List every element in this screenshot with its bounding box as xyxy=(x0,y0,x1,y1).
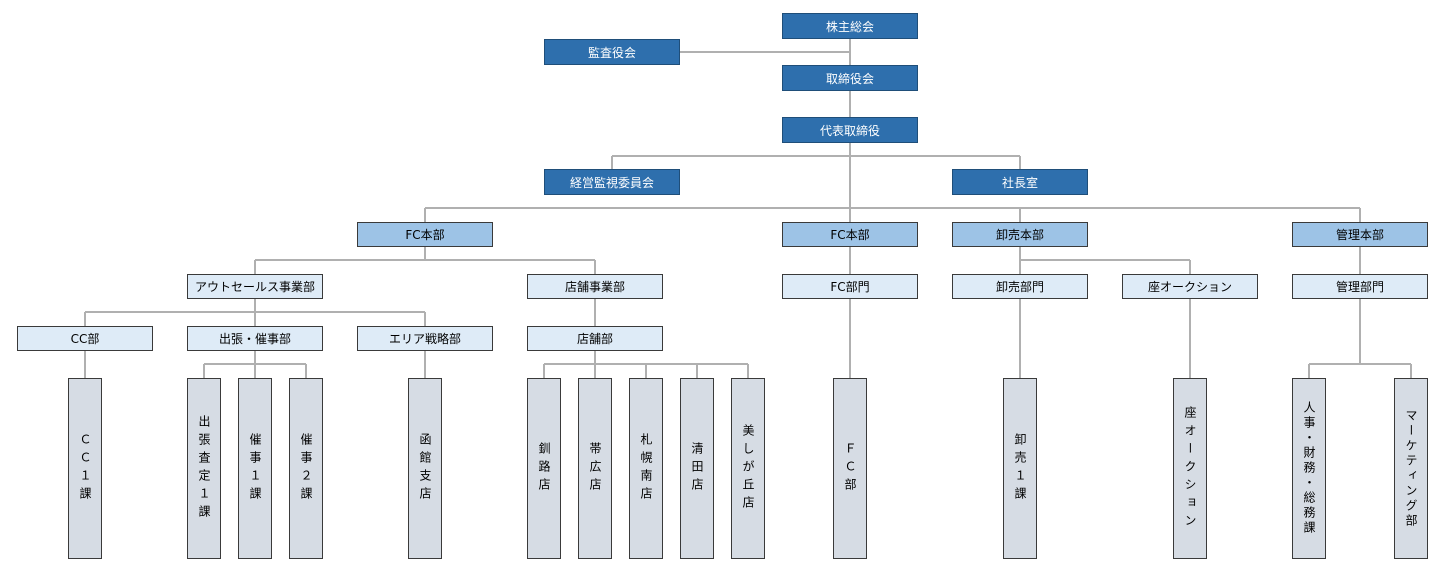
vbox-fc-section: ＦＣ部 xyxy=(833,378,867,559)
vbox-utsukushigaoka-store: 美しが丘店 xyxy=(731,378,765,559)
box-label: CC部 xyxy=(70,332,100,346)
box-label: 卸売本部 xyxy=(995,228,1044,242)
vbox-label: ＦＣ部 xyxy=(843,441,857,496)
box-label: 監査役会 xyxy=(587,45,636,60)
box-label: 経営監視委員会 xyxy=(569,175,654,190)
vbox-kiyota-store: 清田店 xyxy=(680,378,714,559)
box-wholesale-department: 卸売部門 xyxy=(952,274,1088,299)
box-label: 出張・催事部 xyxy=(218,332,291,346)
vbox-label: 帯広店 xyxy=(588,441,602,496)
vbox-event2: 催事２課 xyxy=(289,378,323,559)
box-label: 店舗部 xyxy=(576,332,613,346)
box-label: 社長室 xyxy=(1001,175,1038,190)
vbox-event1: 催事１課 xyxy=(238,378,272,559)
box-board-of-directors: 取締役会 xyxy=(782,65,918,91)
box-trip-event-department: 出張・催事部 xyxy=(187,326,323,351)
box-label: 店舗事業部 xyxy=(564,280,625,294)
box-outsales-division: アウトセールス事業部 xyxy=(187,274,323,299)
box-management-committee: 経営監視委員会 xyxy=(544,169,680,195)
box-label: 代表取締役 xyxy=(819,123,880,138)
vbox-label: ＣＣ１課 xyxy=(78,432,92,505)
box-label: 管理本部 xyxy=(1335,228,1384,242)
box-label: FC部門 xyxy=(830,280,870,294)
vbox-label: 催事１課 xyxy=(248,432,262,505)
box-label: 管理部門 xyxy=(1335,280,1384,294)
vbox-label: 卸売１課 xyxy=(1013,432,1027,505)
box-representative-director: 代表取締役 xyxy=(782,117,918,143)
vbox-hr-finance-general: 人事・財務・総務課 xyxy=(1292,378,1326,559)
box-shareholders-meeting: 株主総会 xyxy=(782,13,918,39)
box-wholesale-headquarters: 卸売本部 xyxy=(952,222,1088,247)
vbox-sapporo-minami-store: 札幌南店 xyxy=(629,378,663,559)
box-admin-headquarters: 管理本部 xyxy=(1292,222,1428,247)
vbox-label: 催事２課 xyxy=(299,432,313,505)
box-label: FC本部 xyxy=(405,228,445,242)
box-label: 卸売部門 xyxy=(995,280,1044,294)
vbox-label: 釧路店 xyxy=(537,441,551,496)
box-audit-board: 監査役会 xyxy=(544,39,680,65)
vbox-wholesale1: 卸売１課 xyxy=(1003,378,1037,559)
vbox-cc1: ＣＣ１課 xyxy=(68,378,102,559)
vbox-marketing: マーケティング部 xyxy=(1394,378,1428,559)
box-label: 取締役会 xyxy=(825,71,874,86)
vbox-label: 清田店 xyxy=(690,441,704,496)
vbox-auction-section: 座オークション xyxy=(1173,378,1207,559)
vbox-obihiro-store: 帯広店 xyxy=(578,378,612,559)
vbox-kushiro-store: 釧路店 xyxy=(527,378,561,559)
box-area-strategy-department: エリア戦略部 xyxy=(357,326,493,351)
box-label: 株主総会 xyxy=(825,19,874,34)
box-admin-department: 管理部門 xyxy=(1292,274,1428,299)
vbox-label: 人事・財務・総務課 xyxy=(1302,401,1316,536)
box-label: FC本部 xyxy=(830,228,870,242)
vbox-hakodate-branch: 函館支店 xyxy=(408,378,442,559)
vbox-label: 美しが丘店 xyxy=(741,423,755,514)
vbox-label: マーケティング部 xyxy=(1404,408,1418,529)
box-fc-headquarters-center: FC本部 xyxy=(782,222,918,247)
box-label: 座オークション xyxy=(1147,280,1232,294)
vbox-label: 札幌南店 xyxy=(639,432,653,505)
box-fc-headquarters-left: FC本部 xyxy=(357,222,493,247)
box-store-division: 店舗事業部 xyxy=(527,274,663,299)
box-label: エリア戦略部 xyxy=(388,332,461,346)
box-label: アウトセールス事業部 xyxy=(194,280,315,294)
box-store-department: 店舗部 xyxy=(527,326,663,351)
box-cc-department: CC部 xyxy=(17,326,153,351)
box-president-office: 社長室 xyxy=(952,169,1088,195)
vbox-label: 函館支店 xyxy=(418,432,432,505)
vbox-label: 座オークション xyxy=(1183,405,1197,532)
box-auction: 座オークション xyxy=(1122,274,1258,299)
vbox-trip-assessment: 出張査定１課 xyxy=(187,378,221,559)
box-fc-department: FC部門 xyxy=(782,274,918,299)
vbox-label: 出張査定１課 xyxy=(197,414,211,523)
